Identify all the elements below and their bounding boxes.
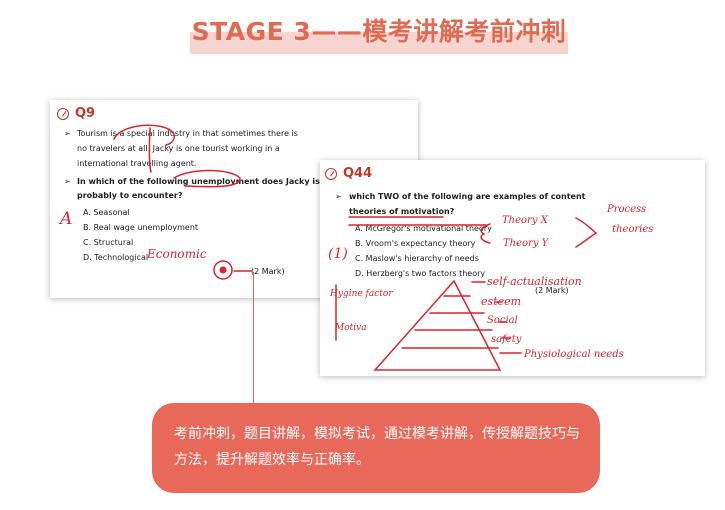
q9-question-line-1: In which of the following unemployment d… <box>77 177 320 186</box>
bullet-arrow-icon: ➢ <box>64 177 71 186</box>
stage-title: STAGE 3——模考讲解考前冲刺 <box>191 17 567 46</box>
q44-header: Q44 <box>325 166 372 181</box>
description-callout: 考前冲刺，题目讲解，模拟考试，通过模考讲解，传授解题技巧与方法，提升解题效率与正… <box>152 403 600 493</box>
q9-para-line-1: Tourism is a special industry in that so… <box>77 129 298 138</box>
q9-option-a: A. Seasonal <box>83 208 130 217</box>
q44-question-line-2: theories of motivation? <box>349 207 455 216</box>
safety-ink: safety <box>491 334 522 345</box>
q9-option-c: C. Structural <box>83 238 134 247</box>
q44-option-d: D. Herzberg's two factors theory <box>355 269 486 278</box>
q44-option-b: B. Vroom's expectancy theory <box>355 239 476 248</box>
stage-title-banner: STAGE 3——模考讲解考前冲刺 <box>190 12 568 54</box>
q44-answer-ink: (1) <box>328 246 348 262</box>
motivator-ink: Motiva <box>334 323 367 333</box>
q9-question-line-2: probably to encounter? <box>77 191 183 200</box>
q9-para-line-2: no travelers at all. Jacky is one touris… <box>77 144 280 153</box>
pencil-circle-icon <box>325 167 337 180</box>
q9-mark: (2 Mark) <box>251 267 285 276</box>
physio-ink: Physiological needs <box>523 349 624 360</box>
q44-question-line-1: which TWO of the following are examples … <box>349 192 586 201</box>
self-ink: self-actualisation <box>487 275 582 288</box>
q9-label: Q9 <box>75 106 96 121</box>
callout-text: 考前冲刺，题目讲解，模拟考试，通过模考讲解，传授解题技巧与方法，提升解题效率与正… <box>174 426 580 468</box>
q9-special-circle <box>113 124 175 146</box>
q44-option-a: A. McGregor's motivational theory <box>355 224 492 233</box>
slide-q9: Q9 ➢ Tourism is a special industry in th… <box>50 100 418 298</box>
bullet-arrow-icon: ➢ <box>64 129 71 138</box>
pencil-circle-icon <box>57 107 69 120</box>
q44-label: Q44 <box>343 166 373 181</box>
q9-option-d: D. Technological <box>83 253 149 262</box>
social-ink: Social <box>487 315 518 326</box>
q44-mark: (2 Mark) <box>535 286 569 295</box>
bullet-arrow-icon: ➢ <box>335 192 342 201</box>
q9-unemployment-circle <box>173 169 241 188</box>
theories-ink: theories <box>612 224 653 235</box>
hygiene-ink: Hygine factor <box>329 289 393 299</box>
q9-word-ink: Economic <box>146 247 207 261</box>
maslow-pyramid-outline <box>373 279 502 371</box>
theory-y-ink: Theory Y <box>503 238 550 249</box>
q44-option-c: C. Maslow's hierarchy of needs <box>355 254 479 263</box>
q9-ink-stroke <box>148 127 152 173</box>
esteem-ink: esteem <box>481 295 521 308</box>
q44-brace-left <box>480 223 491 244</box>
q9-record-circle <box>213 260 233 280</box>
q9-option-b: B. Real wage unemployment <box>83 223 199 232</box>
theory-x-ink: Theory X <box>502 215 549 226</box>
connector-line <box>253 272 254 410</box>
q44-brace-right <box>575 217 598 248</box>
record-dot-icon <box>219 266 227 274</box>
slide-q44: Q44 ➢ which TWO of the following are exa… <box>320 160 705 376</box>
q9-answer-ink: A <box>58 209 72 229</box>
title-highlight-bar <box>190 32 568 54</box>
q9-para-line-3: international travelling agent. <box>77 159 197 168</box>
q9-header: Q9 <box>57 106 95 121</box>
process-ink: Process <box>606 204 646 215</box>
